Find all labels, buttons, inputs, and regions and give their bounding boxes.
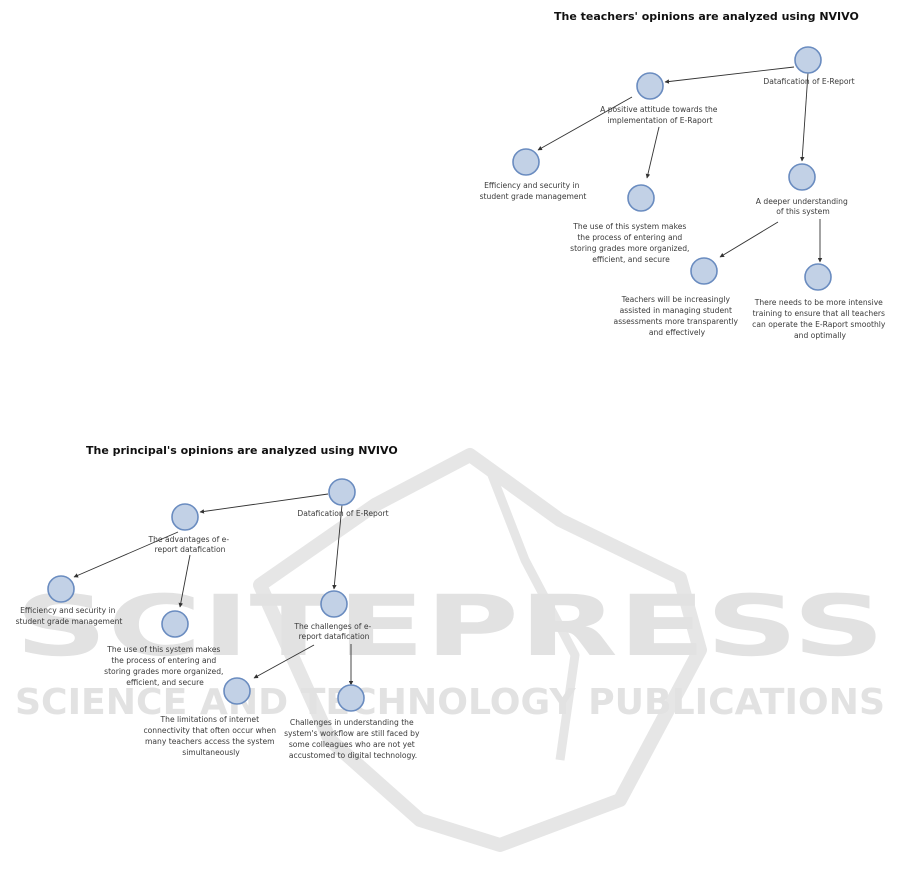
teachers-node-efficiency: [512, 148, 540, 176]
principal-node-advantages: [171, 503, 199, 531]
teachers-label-root: Datafication of E-Report: [763, 77, 854, 86]
principal-label-challenges: The challenges of e- report datafication: [293, 622, 373, 641]
teachers-label-deeper: A deeper understanding of this system: [756, 197, 850, 216]
principal-edge-advantages-use: [178, 554, 191, 608]
teachers-edge-root-deeper: [800, 72, 809, 162]
principal-node-understanding: [337, 684, 365, 712]
teachers-label-use: The use of this system makes the process…: [570, 222, 692, 264]
principal-title: The principal's opinions are analyzed us…: [86, 444, 398, 457]
teachers-node-assisted: [690, 257, 718, 285]
watermark: SCITEPRESS SCIENCE AND TECHNOLOGY PUBLIC…: [15, 448, 885, 852]
principal-edge-root-challenges: [332, 504, 343, 590]
principal-node-root: [328, 478, 356, 506]
teachers-label-training: There needs to be more intensive trainin…: [752, 298, 888, 340]
teachers-node-attitude: [636, 72, 664, 100]
teachers-title: The teachers' opinions are analyzed usin…: [554, 10, 859, 23]
teachers-label-attitude: A positive attitude towards the implemen…: [600, 105, 720, 125]
principal-label-understanding: Challenges in understanding the system's…: [284, 718, 422, 760]
watermark-seal: [253, 448, 707, 852]
principal-edge-challenges-limitations: [253, 644, 315, 679]
principal-node-use: [161, 610, 189, 638]
principal-edge-advantages-efficiency: [73, 531, 179, 578]
principal-edge-root-advantages: [199, 493, 329, 514]
teachers-label-assisted: Teachers will be increasingly assisted i…: [614, 295, 741, 337]
teachers-edge-attitude-efficiency: [537, 96, 633, 151]
watermark-line1: SCITEPRESS: [15, 577, 885, 675]
teachers-label-efficiency: Efficiency and security in student grade…: [480, 181, 587, 201]
teachers-edge-deeper-assisted: [719, 221, 779, 258]
teachers-edge-root-attitude: [664, 66, 795, 84]
teachers-node-deeper: [788, 163, 816, 191]
principal-diagram: The principal's opinions are analyzed us…: [16, 444, 422, 760]
teachers-edge-attitude-use: [645, 126, 660, 179]
watermark-line2: SCIENCE AND TECHNOLOGY PUBLICATIONS: [15, 682, 885, 723]
principal-label-use: The use of this system makes the process…: [104, 645, 226, 687]
principal-node-challenges: [320, 590, 348, 618]
teachers-node-root: [794, 46, 822, 74]
principal-label-advantages: The advantages of e- report datafication: [147, 535, 231, 554]
principal-label-efficiency: Efficiency and security in student grade…: [16, 606, 123, 626]
principal-node-efficiency: [47, 575, 75, 603]
teachers-edges: [537, 66, 823, 263]
principal-node-limitations: [223, 677, 251, 705]
teachers-diagram: The teachers' opinions are analyzed usin…: [480, 10, 888, 340]
principal-label-root: Datafication of E-Report: [297, 509, 388, 518]
teachers-node-use: [627, 184, 655, 212]
principal-edges: [73, 493, 354, 686]
teachers-node-training: [804, 263, 832, 291]
principal-label-limitations: The limitations of internet connectivity…: [143, 715, 278, 757]
